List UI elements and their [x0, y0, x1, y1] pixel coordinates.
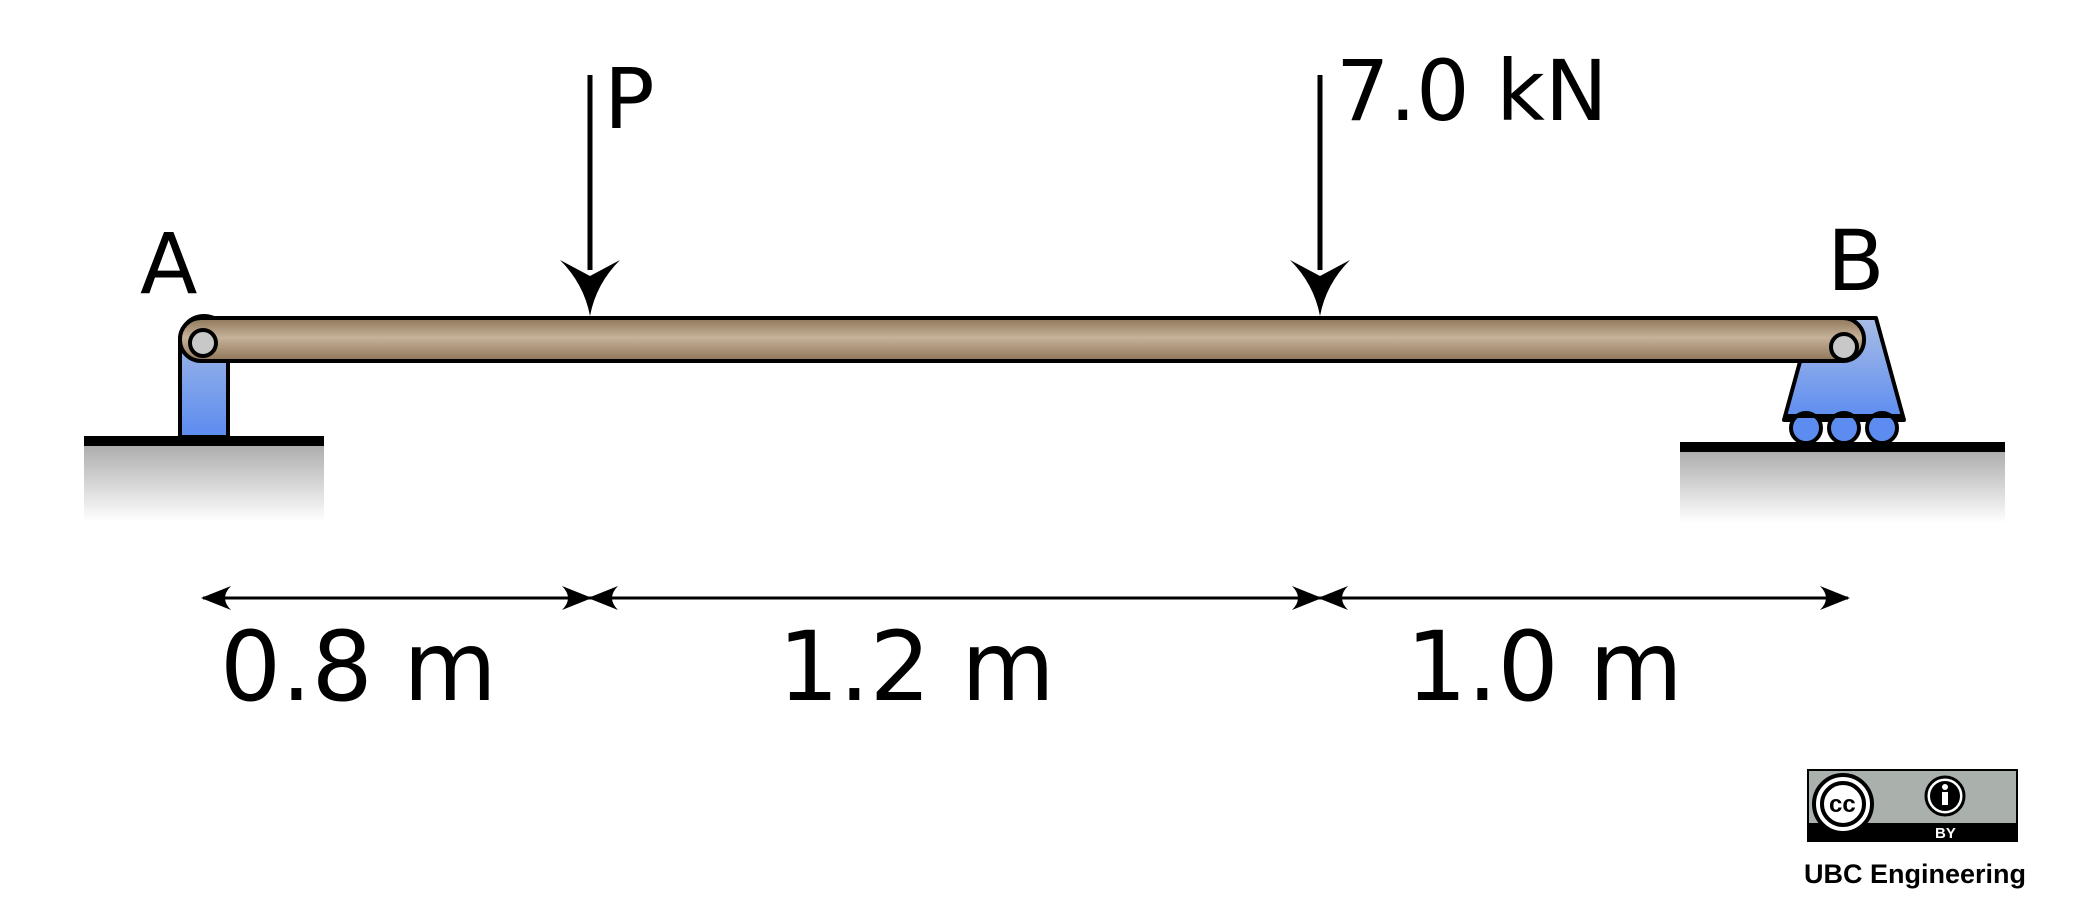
- support-label-a: A: [140, 215, 197, 313]
- load-label-7kn: 7.0 kN: [1336, 42, 1608, 140]
- credit-text: UBC Engineering: [1804, 859, 2026, 889]
- load-arrow-7kn: [1290, 75, 1350, 316]
- dimension-label-3: 1.0 m: [1406, 611, 1683, 723]
- roller: [1789, 411, 1823, 445]
- load-arrow-p: [560, 75, 620, 316]
- ground-left: [84, 436, 324, 522]
- pin-b: [1829, 332, 1859, 362]
- roller: [1827, 411, 1861, 445]
- svg-text:BY: BY: [1935, 825, 1956, 842]
- dimension-label-1: 0.8 m: [220, 611, 497, 723]
- support-label-b: B: [1827, 212, 1885, 310]
- dimension-label-2: 1.2 m: [778, 611, 1055, 723]
- load-label-p: P: [604, 50, 655, 148]
- svg-text:cc: cc: [1829, 791, 1856, 818]
- cc-by-badge: cc BY: [1807, 769, 2018, 842]
- pin-a: [188, 328, 218, 358]
- ground-right: [1680, 442, 2005, 523]
- beam: [178, 316, 1866, 363]
- roller: [1865, 411, 1899, 445]
